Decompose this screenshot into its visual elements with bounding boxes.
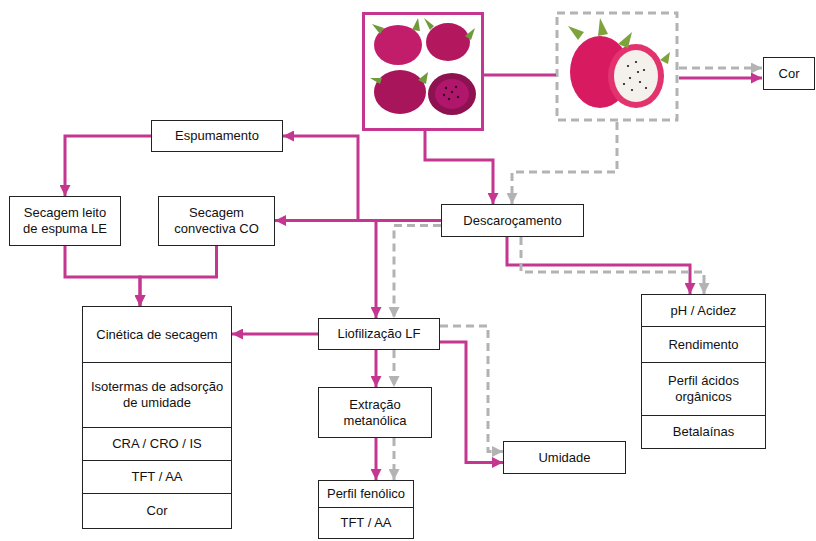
- process-box: Isotermas de adsorção de umidade: [82, 362, 232, 428]
- box-label: Perfil ácidos orgânicos: [648, 373, 759, 404]
- flow-arrow: [376, 221, 441, 319]
- process-box: Perfil ácidos orgânicos: [641, 362, 766, 416]
- box-label: CRA / CRO / IS: [112, 436, 202, 452]
- process-box: Cor: [82, 493, 232, 529]
- box-label: pH / Acidez: [671, 303, 737, 319]
- photo-frame: [557, 13, 677, 120]
- flow-arrow: [521, 237, 704, 294]
- box-label: Cinética de secagem: [96, 327, 217, 343]
- box-label: Descaroçamento: [463, 213, 561, 229]
- fruit-cut: [428, 73, 476, 115]
- fruit-flesh: [435, 79, 469, 109]
- process-box: Espumamento: [151, 120, 283, 152]
- process-box: Secagem leito de espuma LE: [9, 196, 121, 246]
- flow-arrow: [375, 350, 378, 387]
- seeds: [623, 61, 647, 91]
- flow-arrow: [394, 226, 441, 319]
- fruit: [374, 70, 426, 114]
- flow-arrow: [440, 342, 503, 463]
- flow-arrow: [140, 246, 217, 306]
- process-box: TFT / AA: [82, 460, 232, 494]
- box-label: Cor: [779, 66, 800, 82]
- process-box: Secagem convectiva CO: [158, 196, 275, 246]
- process-box: Extração metanólica: [318, 387, 432, 438]
- process-box: Umidade: [503, 441, 626, 474]
- box-label: Extração metanólica: [325, 397, 425, 428]
- photo-arrow: [512, 122, 617, 204]
- photo-frame: [364, 14, 483, 130]
- flow-arrow: [283, 136, 441, 221]
- fruit-flesh: [614, 50, 658, 102]
- photo-arrow: [679, 77, 762, 80]
- process-box: Cor: [763, 57, 815, 90]
- process-box: Cinética de secagem: [82, 306, 232, 363]
- box-label: Espumamento: [175, 128, 259, 144]
- fruit: [426, 23, 470, 61]
- flow-arrow: [375, 438, 378, 480]
- flow-arrow: [232, 333, 318, 336]
- red-pitaya-photo: [364, 14, 483, 130]
- flow-arrow: [440, 326, 503, 452]
- box-label: Secagem leito de espuma LE: [16, 205, 114, 236]
- process-box: pH / Acidez: [641, 294, 766, 327]
- flow-arrow: [393, 438, 396, 480]
- process-box: Liofilização LF: [318, 318, 440, 350]
- fruit-cut: [608, 44, 664, 108]
- process-box: Descaroçamento: [441, 204, 584, 237]
- process-box: CRA / CRO / IS: [82, 427, 232, 461]
- photo-link: [484, 74, 556, 77]
- photo-arrow: [425, 131, 493, 204]
- box-label: Umidade: [538, 450, 590, 466]
- box-label: TFT / AA: [131, 469, 182, 485]
- process-box: Betalaínas: [641, 415, 766, 449]
- box-label: Cor: [147, 503, 168, 519]
- bracts: [568, 18, 670, 64]
- flow-arrow: [65, 246, 140, 306]
- flow-arrow: [65, 136, 151, 196]
- process-box: TFT / AA: [318, 507, 414, 539]
- seeds: [443, 86, 459, 100]
- box-label: TFT / AA: [340, 515, 391, 531]
- bracts: [370, 18, 475, 84]
- box-label: Liofilização LF: [337, 326, 420, 342]
- flow-arrow: [507, 237, 690, 294]
- process-box: Perfil fenólico: [318, 480, 414, 508]
- flow-arrow: [393, 350, 396, 387]
- box-label: Secagem convectiva CO: [165, 205, 268, 236]
- box-label: Isotermas de adsorção de umidade: [89, 379, 225, 410]
- process-box: Rendimento: [641, 326, 766, 363]
- photo-arrow: [679, 67, 762, 70]
- box-label: Perfil fenólico: [327, 486, 405, 502]
- white-pitaya-photo: [557, 13, 677, 120]
- box-label: Rendimento: [668, 337, 738, 353]
- box-label: Betalaínas: [673, 424, 734, 440]
